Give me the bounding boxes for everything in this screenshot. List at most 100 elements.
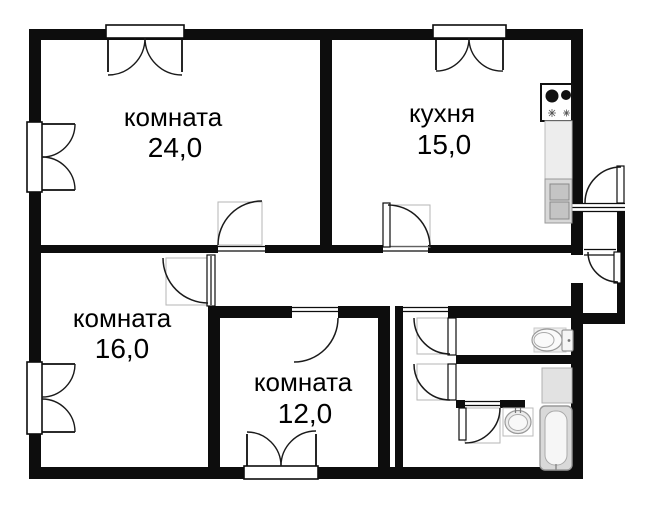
sink-box	[502, 407, 534, 437]
window-room16-left	[26, 361, 76, 435]
wall-room12-east	[378, 306, 390, 467]
window-room12-bottom	[243, 430, 319, 480]
door-leaf	[447, 363, 457, 401]
window-swing-top	[41, 363, 76, 398]
windows	[26, 24, 507, 480]
door-swing-box	[217, 201, 263, 246]
door-swing-box	[416, 363, 451, 401]
room12-label: комната	[254, 367, 353, 397]
sink-cabinet-panel-top	[549, 183, 570, 201]
openings	[218, 202, 625, 408]
stove-body	[540, 83, 573, 122]
wall-room24-kitchen	[320, 40, 332, 245]
window-swing-left	[435, 37, 470, 72]
sink-cabinet	[544, 178, 573, 224]
wall-strip-west	[395, 306, 403, 467]
toilet-bowl	[531, 328, 563, 352]
door-balcony-lower	[587, 251, 622, 284]
door-swing-box	[416, 317, 451, 355]
door-bathroom	[458, 407, 501, 444]
door-balcony-top	[584, 165, 625, 204]
window-swing-left	[246, 431, 282, 467]
shaft-sliver	[390, 306, 395, 467]
opening-corridor-balcony	[571, 255, 583, 283]
door-leaf	[613, 251, 622, 284]
window-kitchen-top	[432, 24, 507, 72]
door-swing-arc	[584, 166, 622, 204]
window-swing-left	[107, 37, 146, 76]
opening-kitchen-door	[383, 245, 428, 253]
round-sink-icon	[502, 407, 534, 437]
toilet-icon	[531, 327, 574, 353]
stove-burner-left	[545, 89, 559, 103]
doors	[162, 165, 625, 444]
wall-strip-east-stub3	[456, 400, 465, 408]
room24-label: комната	[124, 102, 223, 132]
wall-strip-east-stub1	[456, 306, 463, 318]
balcony-sill-mid	[584, 249, 616, 256]
wall-room16-east	[208, 306, 220, 467]
window-room24-left	[26, 121, 76, 193]
door-leaf	[458, 407, 467, 441]
room16-label: комната	[73, 303, 172, 333]
toilet-tank	[561, 329, 574, 352]
door-leaf	[616, 165, 625, 204]
washer-box	[541, 367, 573, 404]
window-swing-right	[280, 430, 317, 467]
wall-strip-east-stub2	[456, 355, 463, 364]
opening-room24-door	[218, 245, 265, 253]
wall-mid-horizontal	[41, 245, 572, 253]
wall-wc-bath-divider	[463, 355, 571, 364]
door-swing-arc	[464, 407, 501, 444]
door-leaf	[447, 317, 457, 356]
kitchen-area: 15,0	[417, 129, 472, 160]
stove-burner-right	[561, 90, 571, 100]
door-room12	[293, 317, 339, 363]
door-swing-arc	[587, 251, 619, 283]
door-swing-arc	[217, 200, 263, 246]
door-leaf	[382, 202, 391, 248]
door-swing-arc	[413, 363, 451, 401]
window-frame	[105, 24, 185, 39]
door-swing-arc	[413, 317, 451, 355]
door-storage	[413, 363, 457, 401]
window-frame	[432, 24, 507, 39]
wall-balcony-bottom	[575, 313, 625, 324]
window-swing-right	[468, 37, 504, 72]
door-room24	[217, 200, 263, 246]
door-wc	[413, 317, 457, 356]
toilet-button	[567, 339, 571, 342]
sink-basin-inner	[508, 414, 528, 431]
sink-cabinet-panel-bottom	[549, 201, 570, 220]
stove-icon	[540, 83, 573, 122]
kitchen-label: кухня	[409, 98, 475, 128]
fixtures	[502, 83, 574, 471]
door-swing-arc	[293, 317, 339, 363]
window-frame	[26, 121, 43, 193]
window-frame	[26, 361, 43, 435]
window-swing-bottom	[41, 156, 76, 191]
door-swing-arc	[387, 204, 431, 248]
door-kitchen	[382, 202, 431, 248]
bathtub-inner	[544, 410, 568, 466]
wall-outer-right	[571, 29, 583, 479]
window-room24-top	[105, 24, 185, 76]
wall-bath-stub	[500, 400, 525, 408]
room16-area: 16,0	[95, 333, 150, 364]
room-labels: комната 24,0 кухня 15,0 комната 16,0 ком…	[73, 98, 475, 429]
window-swing-bottom	[41, 398, 76, 433]
wall-outer-top	[29, 29, 583, 40]
stove-burner-symbol-right	[563, 109, 570, 117]
sink-tap	[514, 408, 522, 413]
window-swing-top	[41, 123, 76, 158]
door-swing-arc	[162, 257, 209, 304]
door-room16	[162, 254, 216, 307]
window-swing-right	[144, 37, 183, 76]
room12-area: 12,0	[278, 398, 333, 429]
window-frame	[243, 465, 319, 480]
opening-bath-door	[465, 400, 500, 408]
room24-area: 24,0	[148, 132, 203, 163]
kitchen-counter	[544, 120, 573, 180]
